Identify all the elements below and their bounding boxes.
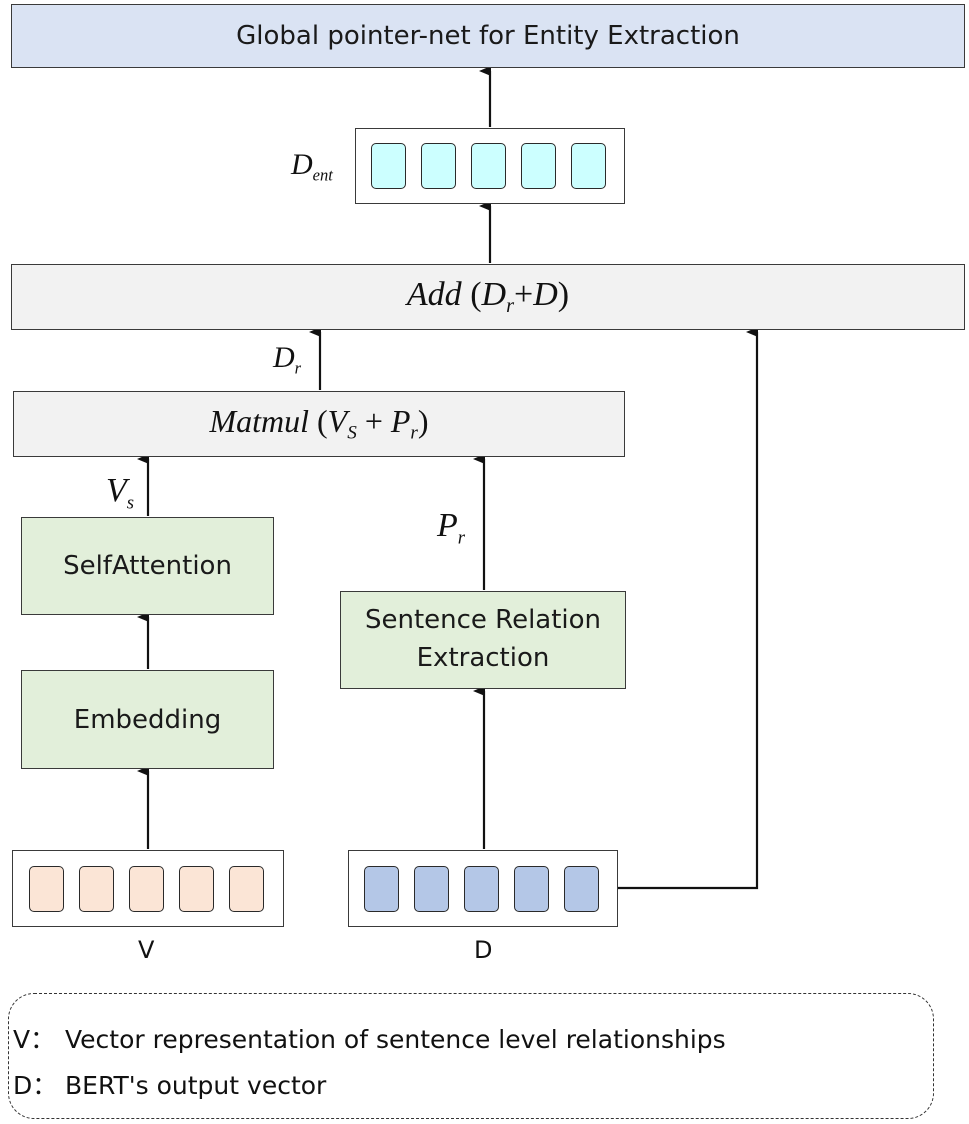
d-vector: [348, 850, 618, 927]
sentence-relation-line2: Extraction: [416, 643, 550, 673]
d-ent-cell: [421, 143, 456, 189]
v-s-label: Vs: [106, 472, 135, 514]
v-cell: [79, 866, 114, 912]
d-cell: [514, 866, 549, 912]
d-ent-vector: [355, 128, 625, 204]
sentence-relation-extraction-box: Sentence Relation Extraction: [340, 591, 626, 689]
d-ent-cell: [571, 143, 606, 189]
d-cell: [564, 866, 599, 912]
v-cell: [229, 866, 264, 912]
d-cell: [414, 866, 449, 912]
legend-text-d: BERT's output vector: [65, 1071, 327, 1100]
legend-text-v: Vector representation of sentence level …: [65, 1025, 726, 1054]
d-cell: [464, 866, 499, 912]
matmul-box: Matmul (VS + Pr): [13, 391, 625, 457]
d-ent-cell: [471, 143, 506, 189]
matmul-formula: Matmul (VS + Pr): [209, 403, 429, 444]
add-box: Add (Dr+D): [11, 264, 965, 330]
add-formula: Add (Dr+D): [406, 275, 570, 318]
embedding-box: Embedding: [21, 670, 274, 769]
legend-box: V： Vector representation of sentence leve…: [8, 993, 934, 1119]
v-cell: [29, 866, 64, 912]
d-ent-cell: [371, 143, 406, 189]
legend-key-v: V：: [13, 1025, 56, 1054]
v-cell: [179, 866, 214, 912]
embedding-label: Embedding: [73, 704, 222, 735]
d-ent-label: Dent: [291, 148, 333, 185]
global-pointer-net-label: Global pointer-net for Entity Extraction: [236, 21, 740, 51]
arrow-d-to-add: [618, 327, 759, 890]
legend-line-v: V： Vector representation of sentence leve…: [13, 1020, 726, 1056]
sentence-relation-line1: Sentence Relation: [364, 605, 602, 636]
self-attention-label: SelfAttention: [63, 551, 232, 581]
self-attention-box: SelfAttention: [21, 517, 274, 615]
d-vector-caption: D: [474, 936, 493, 964]
legend-key-d: D：: [13, 1071, 58, 1100]
p-r-label: Pr: [437, 507, 466, 549]
d-r-label: Dr: [273, 341, 302, 378]
d-cell: [364, 866, 399, 912]
legend-line-d: D：BERT's output vector: [13, 1066, 326, 1102]
v-vector-caption: V: [138, 936, 155, 964]
global-pointer-net-box: Global pointer-net for Entity Extraction: [11, 4, 965, 68]
v-vector: [12, 850, 284, 927]
d-ent-cell: [521, 143, 556, 189]
v-cell: [129, 866, 164, 912]
